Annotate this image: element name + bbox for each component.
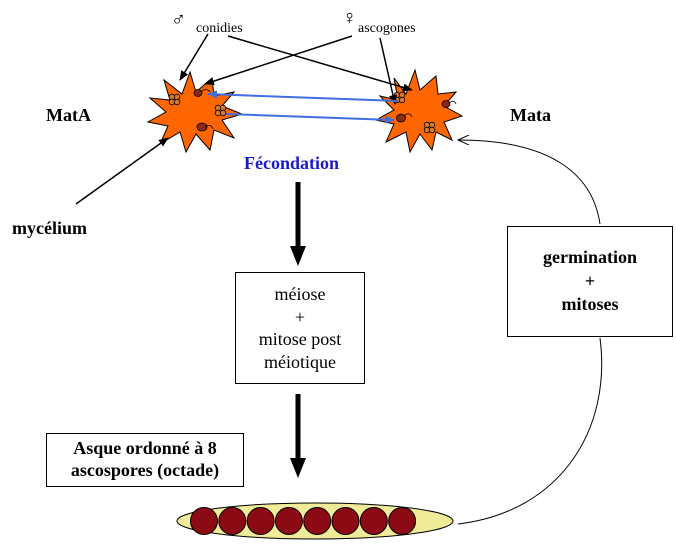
ascus-label-line-1: Asque ordonné à 8	[73, 438, 217, 459]
mycelium-arrow	[75, 137, 169, 205]
ascospore	[359, 507, 388, 535]
ascospore-row	[190, 507, 417, 535]
conidies-to-right-arrow	[227, 35, 413, 92]
germination-to-mata-curve	[458, 140, 601, 225]
mata-right-gametes	[393, 91, 457, 134]
germination-line-2: +	[584, 270, 596, 291]
meiosis-to-ascus-arrow	[290, 394, 306, 478]
mata-left-mycelium	[146, 70, 244, 154]
mata-left-label: MatA	[46, 105, 91, 125]
ascogones-label: ascogones	[358, 21, 416, 36]
mata-left-star	[146, 70, 244, 154]
male-symbol: ♂	[171, 9, 186, 31]
germination-line-3: mitoses	[561, 294, 619, 315]
ascospore	[303, 507, 332, 535]
ascospore	[190, 507, 218, 535]
fecondation-label: Fécondation	[244, 153, 340, 173]
meiosis-line-1: méiose	[274, 284, 326, 304]
fertilization-arrow-to-left	[207, 90, 399, 102]
germination-box: germination + mitoses	[507, 226, 673, 337]
conidies-label: conidies	[196, 21, 243, 36]
meiosis-line-4: méiotique	[264, 351, 336, 372]
ascus	[176, 502, 454, 540]
ascospore	[218, 507, 247, 535]
fertilization-arrow-to-right	[225, 113, 395, 124]
meiosis-line-3: mitose post	[258, 329, 342, 349]
mata-right-star	[374, 68, 464, 154]
female-symbol: ♀	[342, 7, 357, 29]
mata-right-mycelium	[374, 68, 464, 154]
ascospore	[388, 507, 417, 535]
germination-line-1: germination	[543, 247, 637, 268]
ascus-label-box: Asque ordonné à 8 ascospores (octade)	[46, 433, 244, 487]
ascospore	[246, 507, 275, 535]
ascus-label-line-2: ascospores (octade)	[70, 460, 220, 480]
fecondation-to-meiosis-arrow	[290, 182, 306, 266]
mata-left-gametes	[168, 89, 227, 132]
meiosis-box: méiose + mitose post méiotique	[235, 272, 365, 384]
meiosis-line-2: +	[294, 306, 306, 327]
ascogones-to-left-arrow	[204, 35, 353, 86]
ascus-to-germination-curve	[457, 337, 603, 525]
mata-right-label: Mata	[510, 105, 551, 125]
mycelium-label: mycélium	[12, 218, 87, 238]
ascogones-to-right-arrow	[379, 37, 397, 105]
ascospore	[274, 507, 303, 535]
ascospore	[331, 507, 360, 535]
conidies-to-left-arrow	[179, 33, 209, 81]
